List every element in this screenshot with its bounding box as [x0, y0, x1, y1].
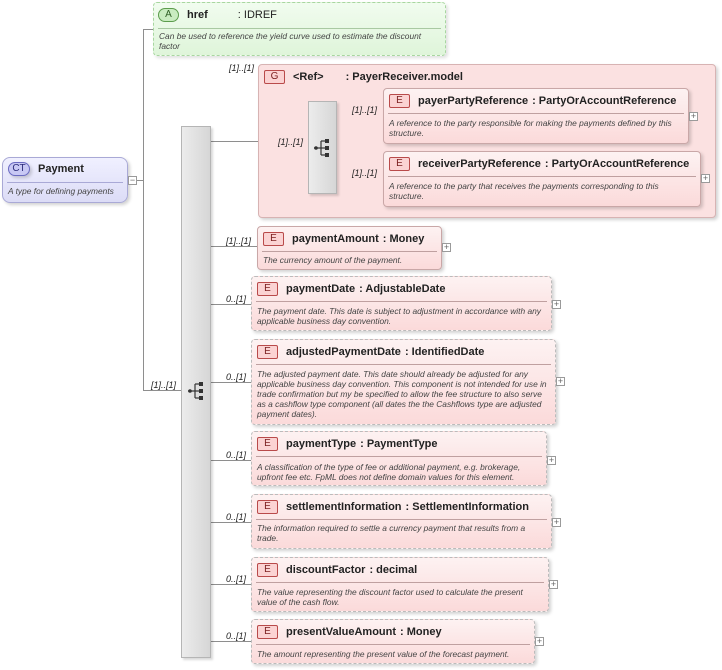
element-name: settlementInformation	[286, 501, 402, 513]
element-name: receiverPartyReference	[418, 158, 541, 170]
element-payment-type[interactable]: E paymentType : PaymentType A classifica…	[251, 431, 547, 486]
connector-line	[143, 29, 144, 390]
element-type: : AdjustableDate	[359, 283, 446, 295]
element-name: presentValueAmount	[286, 626, 397, 638]
group-name: <Ref>	[293, 71, 324, 83]
expand-plus-icon[interactable]: +	[552, 517, 561, 527]
element-badge: E	[257, 625, 278, 639]
element-payment-date[interactable]: E paymentDate : AdjustableDate The payme…	[251, 276, 552, 331]
element-name: adjustedPaymentDate	[286, 346, 401, 358]
element-type: : Money	[382, 233, 425, 245]
element-cardinality: [1]..[1]	[352, 105, 378, 115]
element-cardinality: 0..[1]	[226, 372, 247, 382]
sequence-compositor-icon	[314, 139, 329, 157]
expand-plus-icon[interactable]: +	[549, 579, 558, 589]
element-doc: A reference to the party that receives t…	[389, 181, 659, 201]
group-cardinality: [1]..[1]	[229, 63, 255, 73]
element-cardinality: 0..[1]	[226, 574, 247, 584]
expand-plus-icon[interactable]: +	[442, 242, 451, 252]
element-doc: The value representing the discount fact…	[257, 587, 523, 607]
element-doc: The amount representing the present valu…	[257, 649, 510, 659]
element-payer-party-reference[interactable]: E payerPartyReference : PartyOrAccountRe…	[383, 88, 689, 144]
expand-plus-icon[interactable]: +	[552, 299, 561, 309]
complex-type-doc: A type for defining payments	[8, 186, 114, 196]
element-type: : PartyOrAccountReference	[532, 95, 677, 107]
element-badge: E	[263, 232, 284, 246]
connector-line	[211, 584, 251, 585]
element-cardinality: 0..[1]	[226, 631, 247, 641]
element-doc: The currency amount of the payment.	[263, 255, 403, 265]
connector-line	[211, 522, 251, 523]
connector-line	[143, 29, 153, 30]
element-type: : Money	[400, 626, 442, 638]
element-cardinality: 0..[1]	[226, 512, 247, 522]
connector-line	[211, 641, 251, 642]
element-cardinality: [1]..[1]	[352, 168, 378, 178]
element-badge: E	[257, 437, 278, 451]
attribute-href[interactable]: A href : IDREF Can be used to reference …	[153, 2, 446, 56]
expand-plus-icon[interactable]: +	[689, 111, 698, 121]
connector-line	[211, 304, 251, 305]
element-present-value-amount[interactable]: E presentValueAmount : Money The amount …	[251, 619, 535, 664]
element-badge: E	[257, 282, 278, 296]
connector-line	[211, 382, 251, 383]
complex-type-badge: CT	[8, 162, 30, 176]
attribute-name: href	[187, 9, 208, 21]
expand-plus-icon[interactable]: +	[556, 376, 565, 386]
element-payment-amount[interactable]: E paymentAmount : Money The currency amo…	[257, 226, 442, 270]
connector-line	[211, 141, 258, 142]
element-badge: E	[389, 94, 410, 108]
attribute-doc: Can be used to reference the yield curve…	[159, 31, 422, 51]
element-doc: The payment date. This date is subject t…	[257, 306, 541, 326]
element-receiver-party-reference[interactable]: E receiverPartyReference : PartyOrAccoun…	[383, 151, 701, 207]
element-adjusted-payment-date[interactable]: E adjustedPaymentDate : IdentifiedDate T…	[251, 339, 556, 425]
element-settlement-information[interactable]: E settlementInformation : SettlementInfo…	[251, 494, 552, 549]
element-name: payerPartyReference	[418, 95, 529, 107]
main-sequence-bar	[181, 126, 211, 658]
element-type: : IdentifiedDate	[404, 346, 485, 358]
element-type: : decimal	[369, 564, 418, 576]
element-cardinality: 0..[1]	[226, 294, 247, 304]
connector-line	[143, 390, 181, 391]
complex-type-name: Payment	[38, 163, 84, 175]
element-doc: A reference to the party responsible for…	[389, 118, 672, 138]
element-doc: The adjusted payment date. This date sho…	[257, 369, 547, 419]
complex-type-payment[interactable]: CT Payment A type for defining payments	[2, 157, 128, 203]
element-badge: E	[257, 345, 278, 359]
element-name: paymentType	[286, 438, 357, 450]
sequence-compositor-icon	[188, 382, 203, 400]
main-sequence-cardinality: [1]..[1]	[151, 380, 177, 390]
attribute-badge: A	[158, 8, 179, 22]
collapse-minus-icon[interactable]: −	[128, 175, 137, 185]
connector-line	[211, 460, 251, 461]
group-type: : PayerReceiver.model	[345, 71, 463, 83]
element-badge: E	[257, 563, 278, 577]
attribute-type: : IDREF	[237, 9, 277, 21]
expand-plus-icon[interactable]: +	[535, 636, 544, 646]
element-discount-factor[interactable]: E discountFactor : decimal The value rep…	[251, 557, 549, 612]
element-badge: E	[257, 500, 278, 514]
element-name: discountFactor	[286, 564, 366, 576]
connector-line	[211, 246, 257, 247]
element-doc: The information required to settle a cur…	[257, 523, 526, 543]
expand-plus-icon[interactable]: +	[701, 173, 710, 183]
group-badge: G	[264, 70, 285, 84]
element-name: paymentAmount	[292, 233, 379, 245]
element-cardinality: [1]..[1]	[226, 236, 252, 246]
group-sequence-cardinality: [1]..[1]	[278, 137, 304, 147]
element-type: : PaymentType	[360, 438, 438, 450]
expand-plus-icon[interactable]: +	[547, 455, 556, 465]
element-type: : SettlementInformation	[405, 501, 529, 513]
element-cardinality: 0..[1]	[226, 450, 247, 460]
element-doc: A classification of the type of fee or a…	[257, 462, 521, 482]
element-badge: E	[389, 157, 410, 171]
element-type: : PartyOrAccountReference	[544, 158, 690, 170]
element-name: paymentDate	[286, 283, 356, 295]
